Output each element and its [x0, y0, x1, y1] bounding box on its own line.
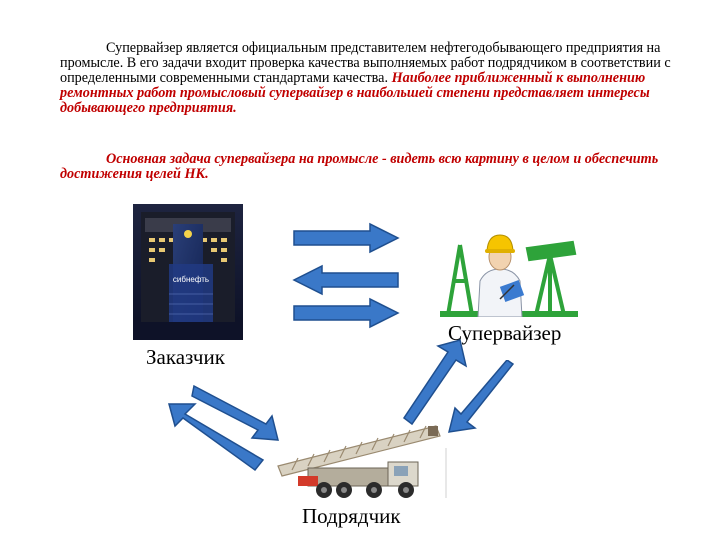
arrow-diagonal-icon: [190, 382, 280, 442]
office-building-photo: сибнефть: [133, 204, 243, 340]
contractor-label: Подрядчик: [302, 504, 401, 529]
arrow-diagonal-icon: [445, 360, 517, 436]
drilling-rig-truck-illustration: [268, 418, 448, 502]
customer-label: Заказчик: [146, 345, 225, 370]
building-sign: сибнефть: [173, 275, 209, 284]
supervisor-worker-illustration: [440, 221, 578, 317]
arrow-left-icon: [290, 264, 400, 296]
arrow-right-icon: [292, 222, 402, 254]
main-task-paragraph: Основная задача супервайзера на промысле…: [60, 152, 690, 182]
arrow-right-icon: [292, 297, 402, 329]
intro-paragraph: Супервайзер является официальным предста…: [60, 41, 690, 116]
